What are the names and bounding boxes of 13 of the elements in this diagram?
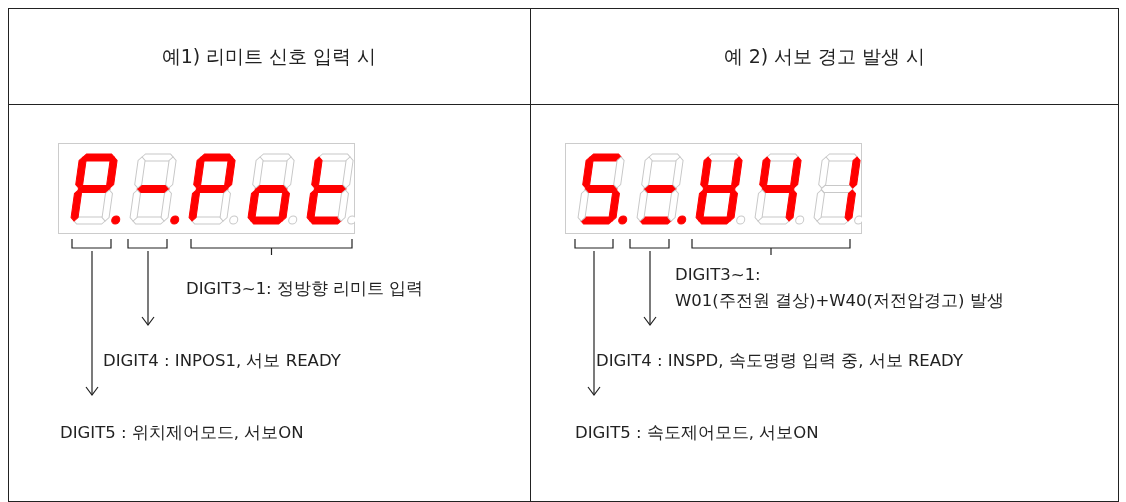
description-text: DIGIT4 : INSPD, 속도명령 입력 중, 서보 READY: [596, 350, 963, 372]
arrow: [141, 250, 155, 326]
description-text: DIGIT5 : 속도제어모드, 서보ON: [575, 422, 819, 444]
arrow: [587, 250, 601, 396]
description-text: W01(주전원 결상)+W40(저전압경고) 발생: [675, 290, 1004, 312]
description-text: DIGIT3~1:: [675, 264, 761, 286]
column-header: 예1) 리미트 신호 입력 시: [161, 43, 377, 69]
column-header: 예 2) 서보 경고 발생 시: [723, 43, 926, 69]
description-text: DIGIT3~1: 정방향 리미트 입력: [186, 278, 424, 300]
description-text: DIGIT4 : INPOS1, 서보 READY: [103, 350, 341, 372]
description-text: DIGIT5 : 위치제어모드, 서보ON: [60, 422, 304, 444]
arrow: [643, 250, 657, 326]
arrow: [85, 250, 99, 396]
